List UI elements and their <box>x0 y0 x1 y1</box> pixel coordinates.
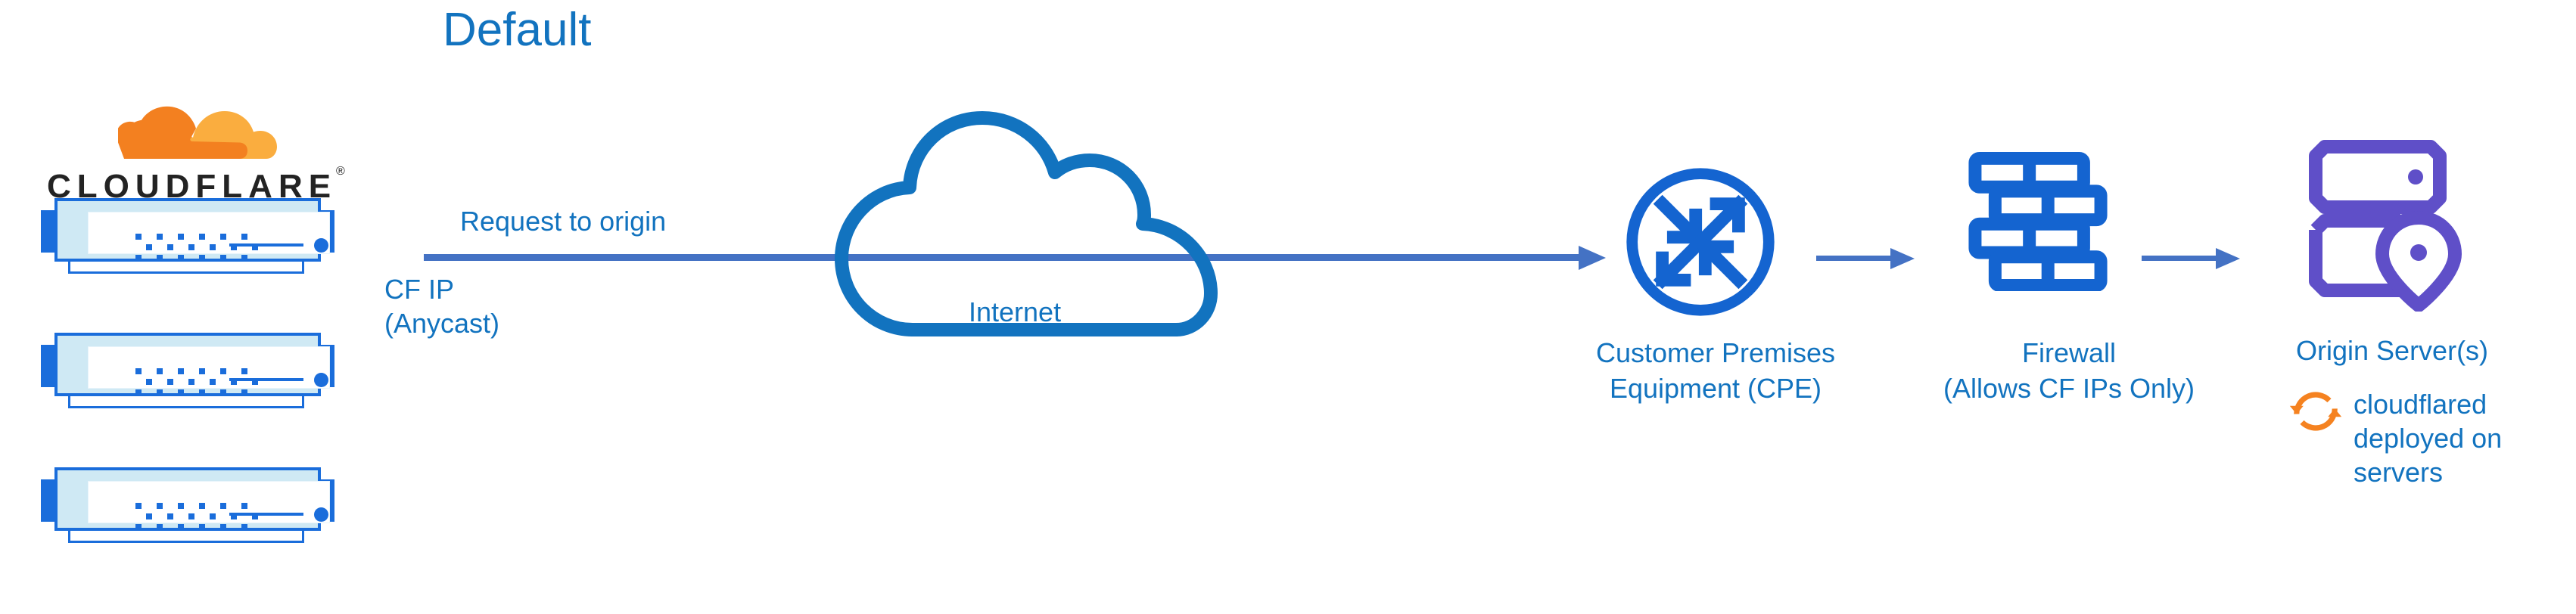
server-location-pin-icon <box>2307 138 2464 315</box>
origin-server-label: Origin Server(s) <box>2296 335 2489 366</box>
cloud-outline-icon <box>835 111 1218 336</box>
right-arrow-icon <box>2216 248 2240 269</box>
brick-wall-icon <box>1966 151 2110 295</box>
rack-status-line <box>229 378 303 381</box>
page-title: Default <box>443 4 592 56</box>
rack-base <box>68 396 304 408</box>
cf-ip-anycast-label: CF IP (Anycast) <box>384 272 499 340</box>
rack-status-led <box>314 373 328 387</box>
rack-body <box>54 333 330 396</box>
firewall-to-origin-arrow-line <box>2142 256 2232 261</box>
cpe-label-line-2: Equipment (CPE) <box>1609 373 1822 404</box>
rack-status-led <box>314 507 328 522</box>
cloudflare-cloud-logo-icon <box>118 106 277 159</box>
firewall-label-line-2: (Allows CF IPs Only) <box>1943 373 2195 404</box>
registered-trademark-mark: ® <box>336 165 345 178</box>
rack-base <box>68 531 304 543</box>
rack-status-line <box>229 513 303 516</box>
rack-body <box>54 198 330 262</box>
internet-label: Internet <box>969 296 1062 327</box>
cloudflared-note-line-2: deployed on <box>2354 423 2503 454</box>
cpe-to-firewall-arrow-line <box>1816 256 1907 261</box>
cpe-router-svg <box>1626 168 1775 316</box>
cpe-label-line-1: Customer Premises <box>1595 337 1836 368</box>
sync-circular-arrows-icon <box>2288 384 2343 442</box>
rack-base <box>68 262 304 274</box>
firewall-label: Firewall (Allows CF IPs Only) <box>1910 335 2228 406</box>
cloudflare-logo: CLOUDFLARE ® <box>36 106 354 205</box>
rack-status-line <box>229 243 303 247</box>
rack-faceplate <box>88 346 330 395</box>
rack-faceplate <box>88 481 330 530</box>
cloudflared-note-line-1: cloudflared <box>2354 389 2487 420</box>
cf-ip-line-1: CF IP <box>384 274 455 305</box>
right-arrow-icon <box>1579 246 1606 270</box>
right-arrow-icon <box>1890 248 1915 269</box>
router-four-arrows-icon <box>1621 163 1780 325</box>
rack-body <box>54 467 330 531</box>
server-rack-icon <box>36 198 339 278</box>
cpe-label: Customer Premises Equipment (CPE) <box>1557 335 1874 406</box>
cloudflared-note-line-3: servers <box>2354 457 2444 488</box>
firewall-svg <box>1968 151 2108 292</box>
rack-faceplate <box>88 212 330 261</box>
server-rack-icon <box>36 467 339 547</box>
request-to-origin-label: Request to origin <box>460 206 667 237</box>
origin-server-svg <box>2309 140 2462 312</box>
cf-ip-line-2: (Anycast) <box>384 308 500 339</box>
request-arrow-line <box>424 254 1597 261</box>
firewall-label-line-1: Firewall <box>2021 337 2116 368</box>
server-rack-icon <box>36 333 339 412</box>
cloudflared-sync-svg <box>2289 392 2342 431</box>
rack-status-led <box>314 238 328 253</box>
internet-cloud-group <box>817 106 1241 344</box>
cloudflared-note-label: cloudflared deployed on servers <box>2354 387 2528 489</box>
